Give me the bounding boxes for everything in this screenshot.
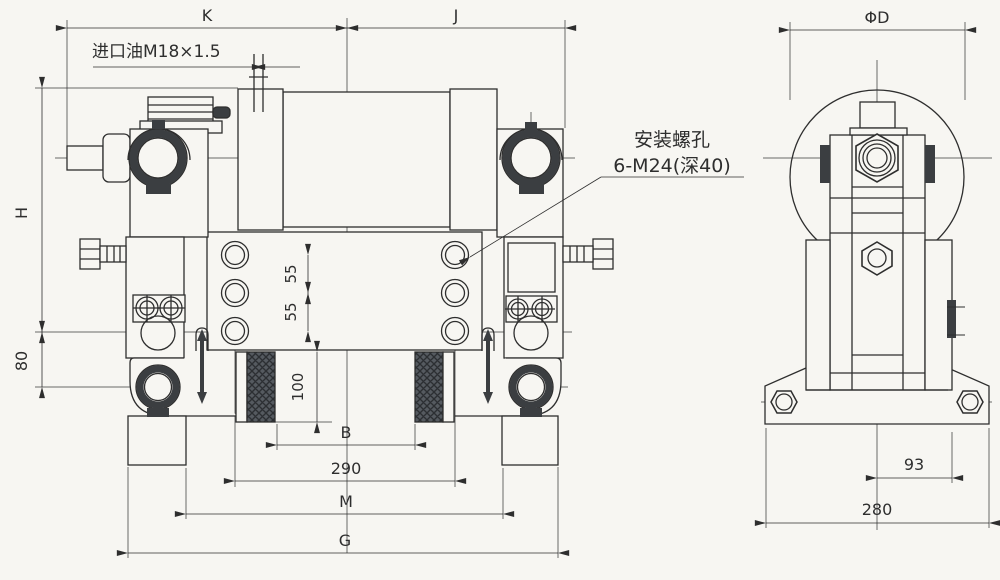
left-bolt (79, 238, 127, 270)
dim-label-j: J (453, 6, 459, 25)
mount-holes-label-line1: 安装螺孔 (634, 129, 710, 151)
pin-hex-nut (855, 133, 899, 183)
left-rod (66, 133, 131, 183)
cylinder (237, 88, 498, 231)
dim-label-55a: 55 (282, 264, 300, 283)
dim-label-g: G (339, 531, 351, 550)
left-screw-block (132, 294, 186, 323)
dim-label-m: M (339, 492, 353, 511)
front-labels: K J 进口油M18×1.5 安装螺孔 6-M24(深40) H 80 55 5… (12, 6, 731, 550)
brake-pad-right (414, 351, 455, 423)
front-geometry (66, 54, 614, 466)
right-screw-block (505, 295, 558, 323)
front-dimensions (39, 25, 744, 556)
dim-label-k: K (202, 6, 213, 25)
front-view: K J 进口油M18×1.5 安装螺孔 6-M24(深40) H 80 55 5… (12, 6, 744, 558)
base-bolt-left (770, 390, 798, 414)
side-dimensions (754, 27, 1000, 526)
side-labels: ΦD 93 280 (862, 8, 924, 519)
side-view: ΦD 93 280 (754, 8, 1000, 530)
dim-label-phid: ΦD (865, 8, 890, 27)
left-bore (140, 315, 176, 351)
left-foot (127, 415, 187, 466)
plug-icon (212, 106, 231, 119)
base-bolt-right (956, 390, 984, 414)
brake-pad-left (235, 351, 276, 423)
side-geometry (764, 101, 990, 425)
left-guide-slot (195, 327, 209, 404)
top-pin-right (501, 122, 561, 194)
top-pin-left (128, 120, 188, 194)
right-bolt (562, 238, 614, 270)
bottom-pin-right (508, 364, 554, 417)
dim-label-100: 100 (289, 373, 307, 402)
oil-inlet-label: 进口油M18×1.5 (92, 42, 221, 62)
dim-label-290: 290 (331, 459, 362, 478)
top-block (859, 101, 896, 129)
bottom-pin-left (135, 364, 181, 417)
dim-label-55b: 55 (282, 302, 300, 321)
pad-edge-tab (947, 300, 965, 338)
right-bore (513, 315, 549, 351)
dim-label-80: 80 (12, 351, 31, 371)
dim-label-b: B (341, 423, 352, 442)
center-frame (206, 231, 483, 351)
oil-inlet-tube (249, 54, 268, 112)
right-foot (501, 415, 559, 466)
mount-holes-label-line2: 6-M24(深40) (613, 155, 731, 177)
mounting-holes (220, 240, 470, 346)
dim-label-h: H (12, 207, 31, 219)
lower-hex-nut (861, 241, 893, 276)
dim-label-280: 280 (862, 500, 893, 519)
dim-label-93: 93 (904, 455, 924, 474)
right-guide-slot (481, 327, 495, 404)
